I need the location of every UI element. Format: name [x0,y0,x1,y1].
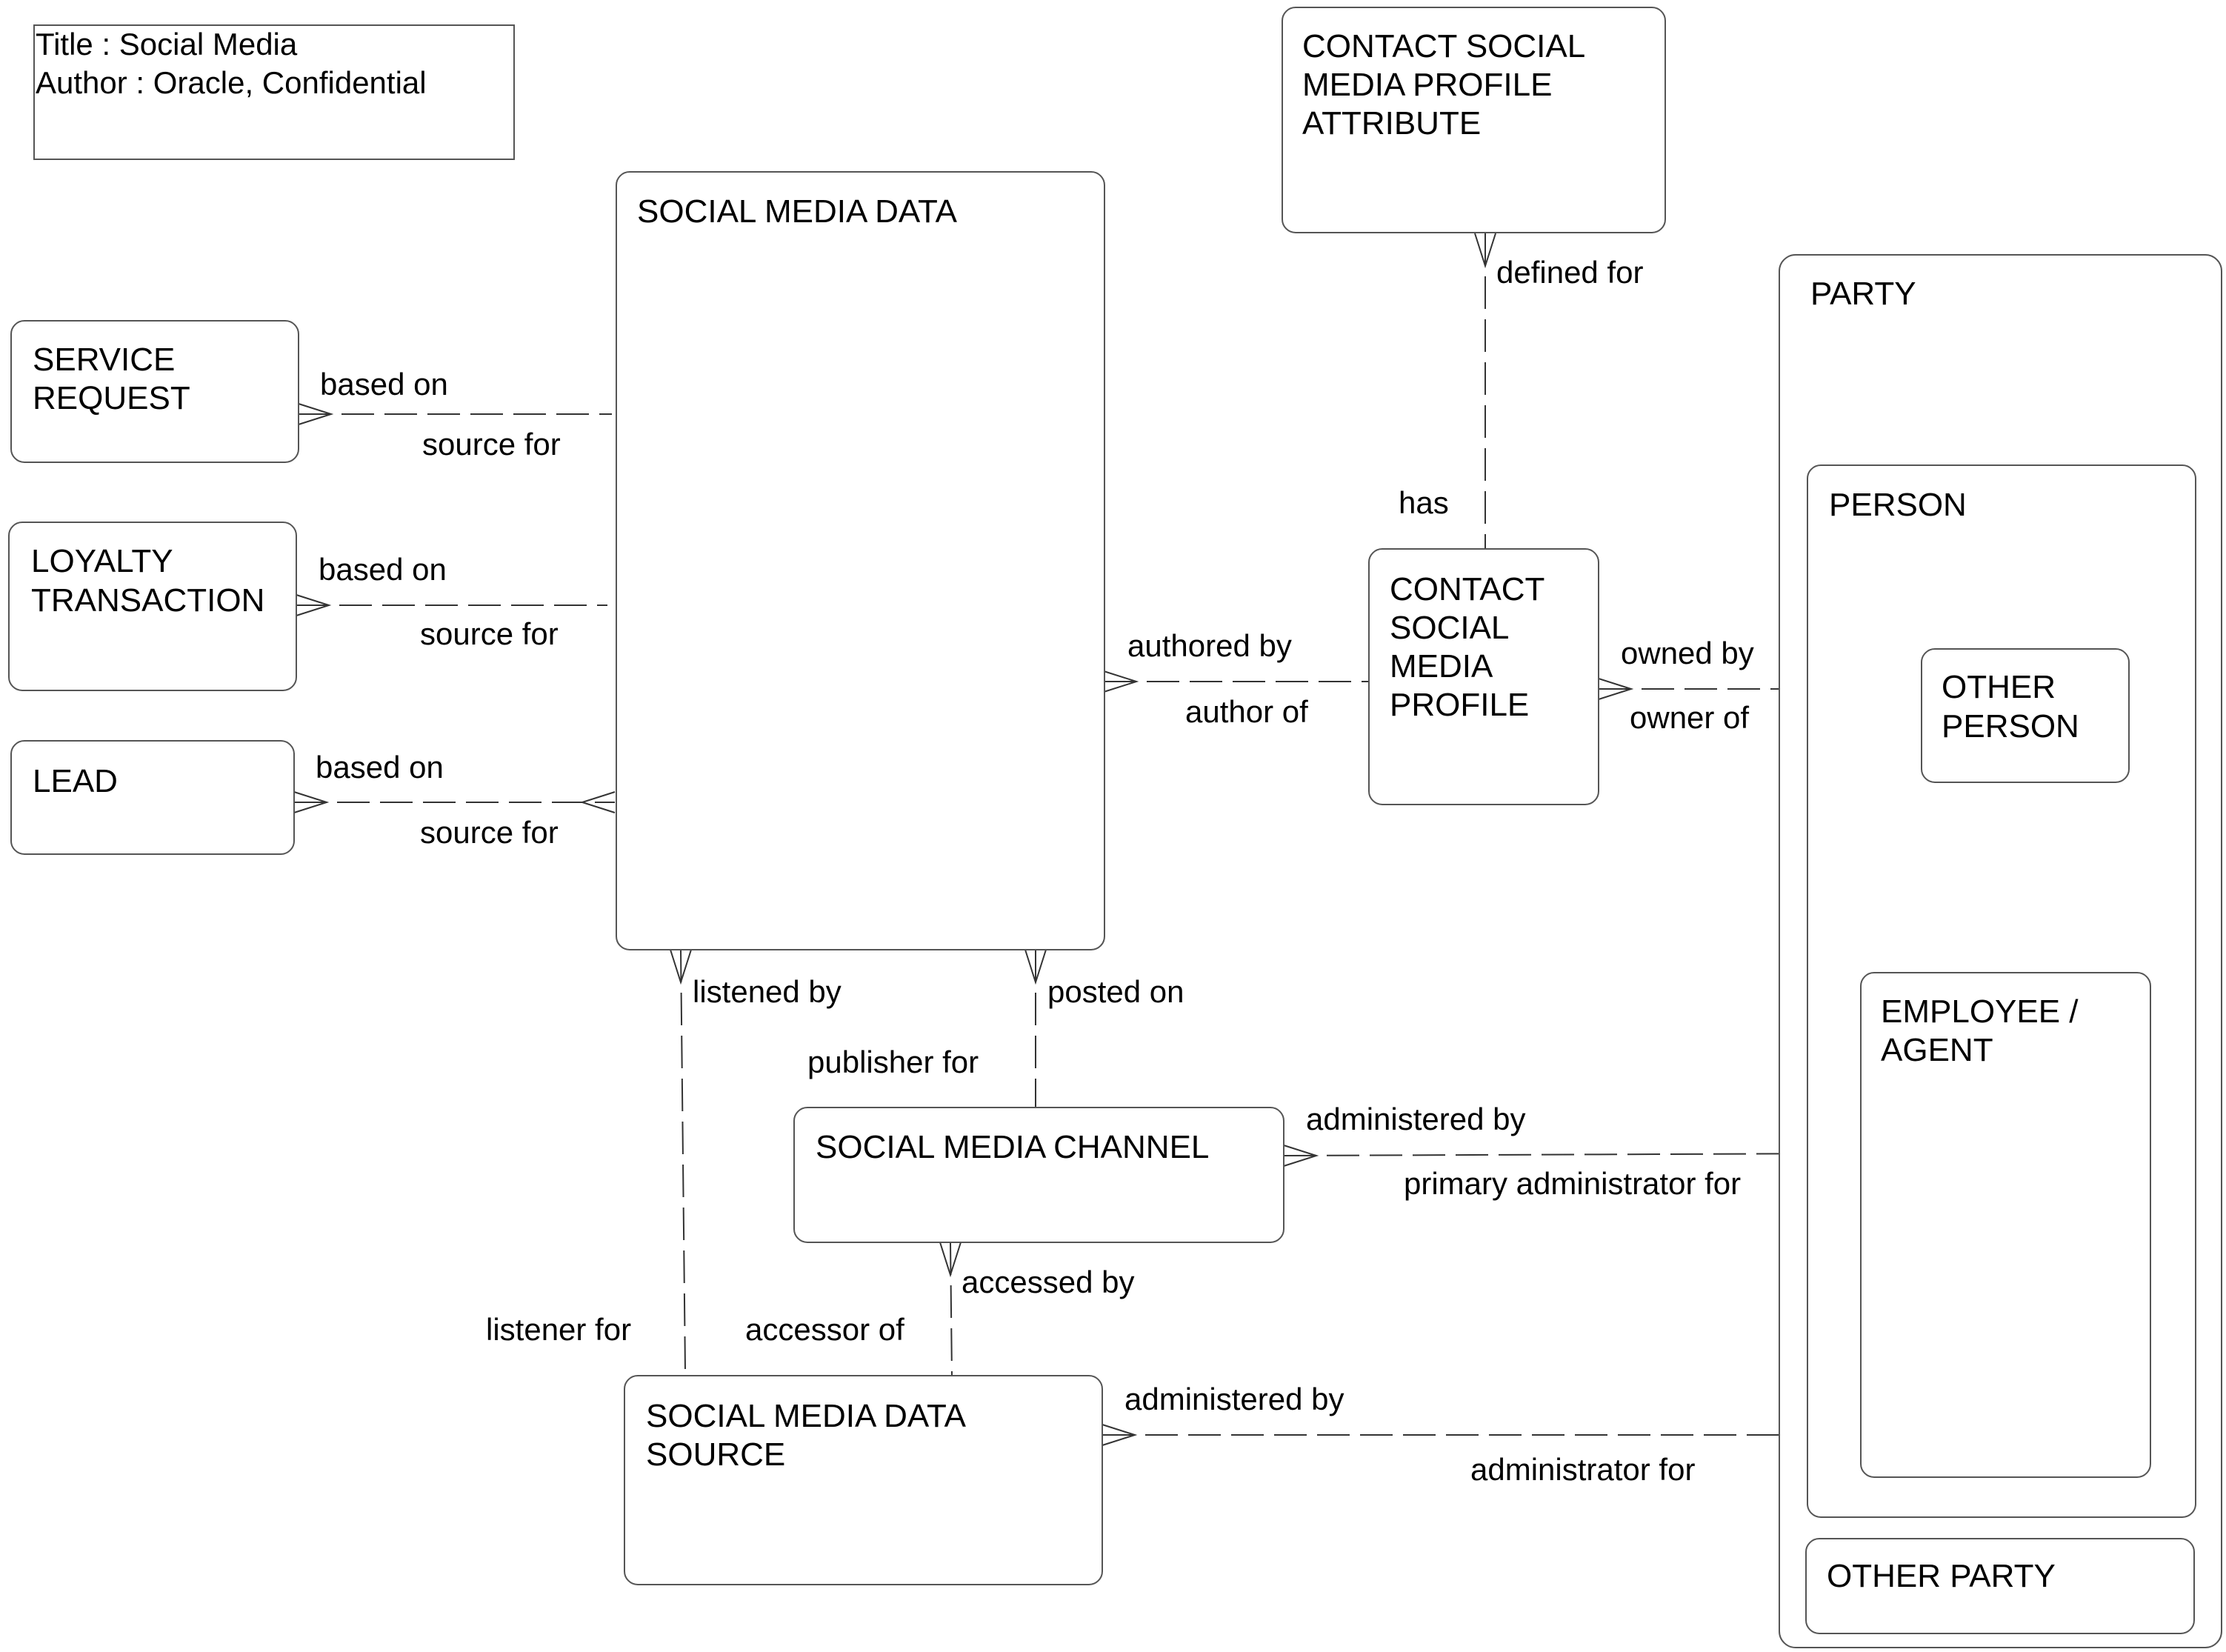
entity-label: TRANSACTION [31,582,264,619]
rel-label-profile-party-reverse: owner of [1630,700,1749,735]
rel-label-data-source-forward: listened by [693,974,842,1009]
rel-label-profile-party-forward: owned by [1621,636,1754,670]
title-block: Title : Social Media Author : Oracle, Co… [33,24,515,160]
rel-line-channel-employee [1283,1153,1862,1156]
title-text: Title : Social Media [36,27,298,61]
crow-data-channel [1024,949,1047,985]
rel-line-data-source [680,949,686,1371]
rel-label-data-channel-reverse: publisher for [807,1045,979,1079]
rel-label-source-employee-reverse: administrator for [1470,1452,1695,1487]
entity-lead[interactable]: LEAD [10,740,295,855]
entity-service-request[interactable]: SERVICE REQUEST [10,320,299,463]
entity-label: EMPLOYEE / [1881,993,2079,1030]
crow-lead-left [293,791,330,813]
entity-label: SERVICE [33,342,175,378]
rel-label-lead-reverse: source for [420,815,559,850]
entity-social-media-channel[interactable]: SOCIAL MEDIA CHANNEL [793,1107,1284,1243]
entity-label: REQUEST [33,380,190,416]
rel-label-data-profile-forward: authored by [1127,628,1292,663]
rel-label-service-request-reverse: source for [422,427,561,462]
crow-lead-right [579,791,616,813]
entity-label: ATTRIBUTE [1302,105,1481,141]
rel-label-attribute-forward: defined for [1496,255,1643,290]
rel-label-data-profile-reverse: author of [1185,694,1308,729]
crow-channel-employee [1283,1145,1319,1167]
author-text: Author : Oracle, Confidential [36,65,427,100]
rel-line-channel-source [950,1242,953,1376]
entity-contact-social-media-profile-attribute[interactable]: CONTACT SOCIAL MEDIA PROFILE ATTRIBUTE [1282,7,1666,233]
rel-label-loyalty-forward: based on [319,552,447,587]
entity-label: PARTY [1810,276,1916,312]
rel-label-loyalty-reverse: source for [420,616,559,651]
entity-label: PERSON [1829,487,1967,523]
entity-label: MEDIA PROFILE [1302,67,1552,103]
entity-social-media-data[interactable]: SOCIAL MEDIA DATA [616,171,1105,950]
entity-employee-agent[interactable]: EMPLOYEE / AGENT [1860,972,2151,1478]
crow-data-profile [1103,670,1139,693]
entity-label: SOCIAL MEDIA DATA [646,1398,967,1434]
entity-label: SOCIAL [1390,610,1509,646]
entity-other-party[interactable]: OTHER PARTY [1805,1538,2195,1634]
rel-label-channel-employee-reverse: primary administrator for [1404,1166,1741,1201]
crow-channel-source [939,1242,962,1278]
rel-label-data-channel-forward: posted on [1047,974,1184,1009]
crow-profile-party [1598,678,1634,700]
rel-label-source-employee-forward: administered by [1124,1382,1344,1416]
entity-contact-social-media-profile[interactable]: CONTACT SOCIAL MEDIA PROFILE [1368,548,1599,805]
relationship-labels: based on source for based on source for … [316,255,1754,1487]
rel-label-service-request-forward: based on [320,367,448,402]
entity-label: OTHER [1942,669,2056,705]
rel-label-channel-source-reverse: accessor of [745,1312,904,1347]
rel-label-attribute-reverse: has [1399,485,1449,520]
crow-loyalty [296,594,332,616]
crow-attribute [1474,233,1496,269]
entity-social-media-data-source[interactable]: SOCIAL MEDIA DATA SOURCE [624,1375,1103,1585]
rel-label-channel-source-forward: accessed by [962,1265,1134,1299]
entity-label: AGENT [1881,1032,1993,1068]
rel-label-data-source-reverse: listener for [486,1312,631,1347]
entity-label: PERSON [1942,708,2079,745]
rel-label-channel-employee-forward: administered by [1306,1102,1525,1136]
rel-label-lead-forward: based on [316,750,444,785]
crow-data-source [670,949,692,985]
crow-source-left [1102,1424,1138,1446]
entity-label: CONTACT [1390,571,1544,607]
entity-other-person[interactable]: OTHER PERSON [1921,648,2130,783]
entity-label: SOCIAL MEDIA CHANNEL [816,1129,1209,1165]
entity-label: OTHER PARTY [1827,1558,2056,1594]
entity-label: PROFILE [1390,687,1529,723]
entity-label: LEAD [33,763,118,799]
entity-label: MEDIA [1390,648,1493,685]
entity-label: CONTACT SOCIAL [1302,28,1585,64]
crow-service-request [298,403,334,425]
relationship-lines [294,233,1862,1436]
entity-label: SOCIAL MEDIA DATA [637,193,958,230]
entity-label: SOURCE [646,1436,785,1473]
entity-label: LOYALTY [31,543,173,579]
entity-loyalty-transaction[interactable]: LOYALTY TRANSACTION [8,522,297,691]
